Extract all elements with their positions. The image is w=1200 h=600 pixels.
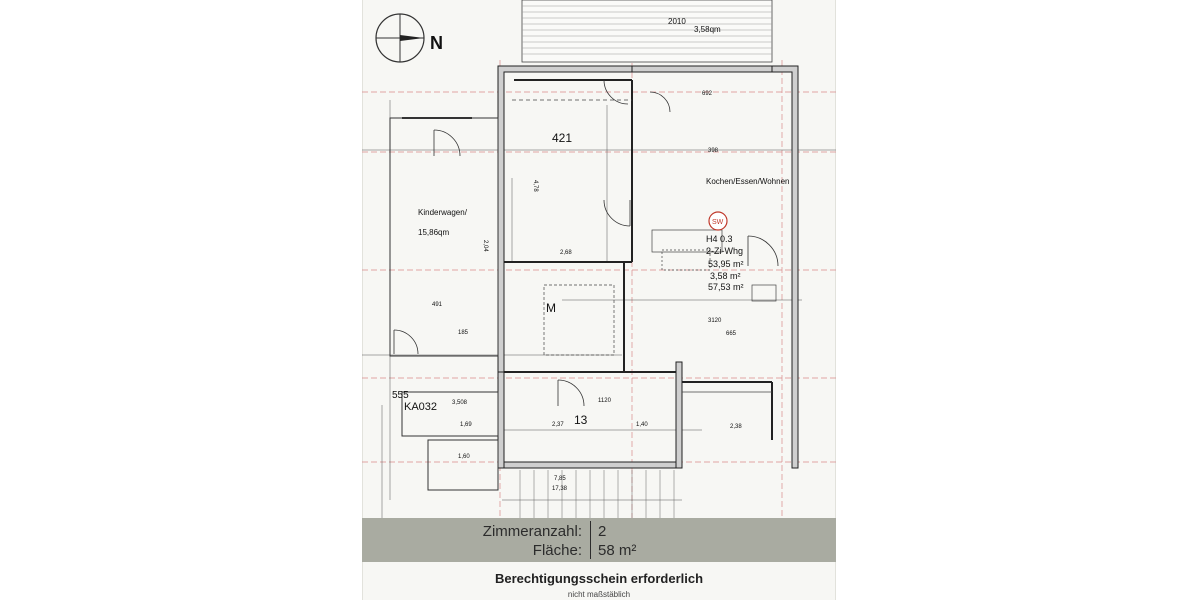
stair-hatch: [519, 470, 675, 518]
room-421-label: 421: [552, 131, 572, 145]
balcony-area-label: 3,58qm: [694, 25, 721, 34]
info-divider: [590, 521, 591, 559]
dim-label: 398: [708, 148, 719, 154]
unit-badge: SW: [708, 211, 728, 231]
dimension-lines: [362, 100, 836, 518]
dim-label: 555: [392, 390, 409, 401]
room-stroller-label: Kinderwagen/: [418, 208, 468, 217]
rooms-count-value: 2: [598, 523, 607, 540]
rooms-count-label: Zimmeranzahl:: [482, 523, 582, 540]
room-stroller-area: 15,86qm: [418, 228, 449, 237]
door-swings: [393, 79, 779, 407]
dim-label: 3120: [708, 318, 722, 324]
area-label: Fläche:: [532, 542, 582, 559]
exterior-walls: [497, 65, 799, 469]
dim-label: 1,60: [458, 454, 470, 460]
unit-id: H4 0.3: [706, 234, 733, 244]
dim-label: 17,38: [552, 486, 568, 492]
dim-label: 1,69: [460, 422, 472, 428]
requirement-notice: Berechtigungsschein erforderlich: [494, 571, 704, 586]
dim-label: 4,78: [532, 180, 538, 192]
left-block: [389, 117, 499, 491]
unit-type: 2-Zi-Whg: [706, 246, 743, 256]
dimension-labels: 2,68 4,78 2,04 491 185 2,38 1,69 1,60 2,…: [392, 91, 742, 492]
balcony-dims-label: 2010: [668, 17, 686, 26]
unit-area-3: 57,53 m²: [708, 282, 744, 292]
floor-plan-sheet: N 2010 3,58qm 421 Kochen/Essen/Wohnen Ki…: [362, 0, 836, 600]
dim-label: 1120: [598, 398, 612, 404]
dim-label: 185: [458, 330, 469, 336]
dim-label: 2,37: [552, 422, 564, 428]
balcony-hatch: [521, 0, 773, 63]
room-living-label: Kochen/Essen/Wohnen: [706, 177, 789, 186]
north-label: N: [430, 33, 443, 53]
area-value: 58 m²: [598, 542, 637, 559]
info-bar: Zimmeranzahl: 2 Fläche: 58 m²: [362, 518, 836, 562]
compass-icon: [375, 13, 425, 63]
room-13-label: 13: [574, 413, 588, 427]
dim-label: 2,38: [730, 424, 742, 430]
dim-label: 491: [432, 302, 443, 308]
unit-area-2: 3,58 m²: [710, 271, 741, 281]
room-ka032-label: KA032: [404, 401, 437, 413]
furniture: [512, 99, 777, 393]
dim-label: 692: [702, 91, 713, 97]
dim-label: 1,40: [636, 422, 648, 428]
floor-plan-drawing: N 2010 3,58qm 421 Kochen/Essen/Wohnen Ki…: [362, 0, 836, 518]
scale-note: nicht maßstäblich: [567, 590, 631, 599]
dim-label: 2,04: [482, 240, 488, 252]
room-m-label: M: [546, 301, 556, 315]
unit-area-1: 53,95 m²: [708, 259, 744, 269]
dim-label: 3,508: [452, 400, 468, 406]
dim-label: 665: [726, 331, 737, 337]
unit-badge-text: SW: [712, 219, 724, 226]
dim-label: 2,68: [560, 250, 572, 256]
dim-label: 7,85: [554, 476, 566, 482]
